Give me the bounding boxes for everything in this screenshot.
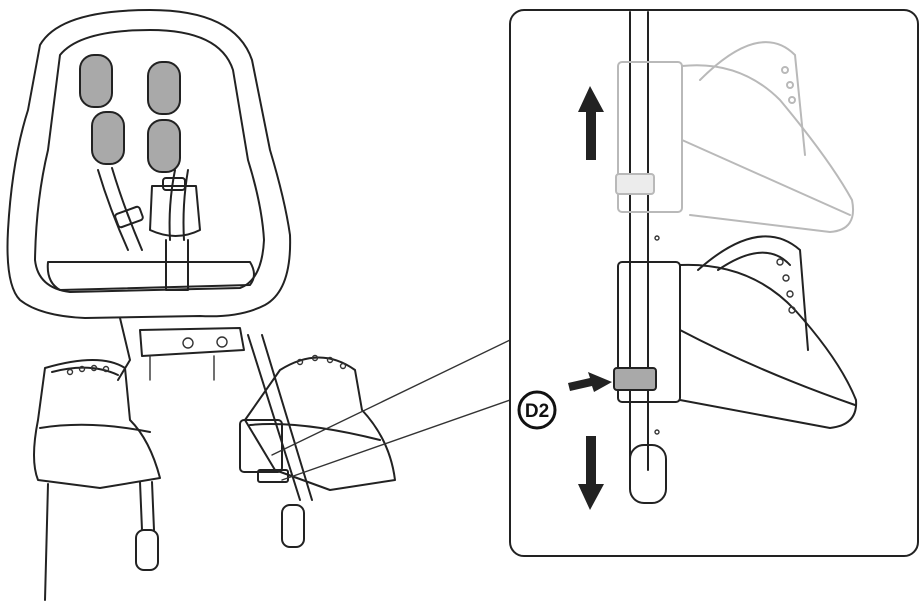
shoulder-pad-left [79,54,113,108]
callout-d2: D2 [517,390,557,430]
harness-buckle [149,185,201,237]
arrow-down-icon [578,436,604,510]
footrest-right [239,334,396,548]
detail-panel: D2 [509,9,919,557]
shoulder-pad-right [147,61,181,115]
arrow-press-icon [568,372,612,392]
child-seat [6,9,292,381]
release-button [613,367,657,391]
arrow-up-icon [578,86,604,160]
callout-label: D2 [525,401,549,422]
zoom-callout-lines [271,339,511,481]
footrest-lower [617,235,858,429]
footrest-left [33,359,161,601]
footrest-ghost-upper [615,41,854,233]
